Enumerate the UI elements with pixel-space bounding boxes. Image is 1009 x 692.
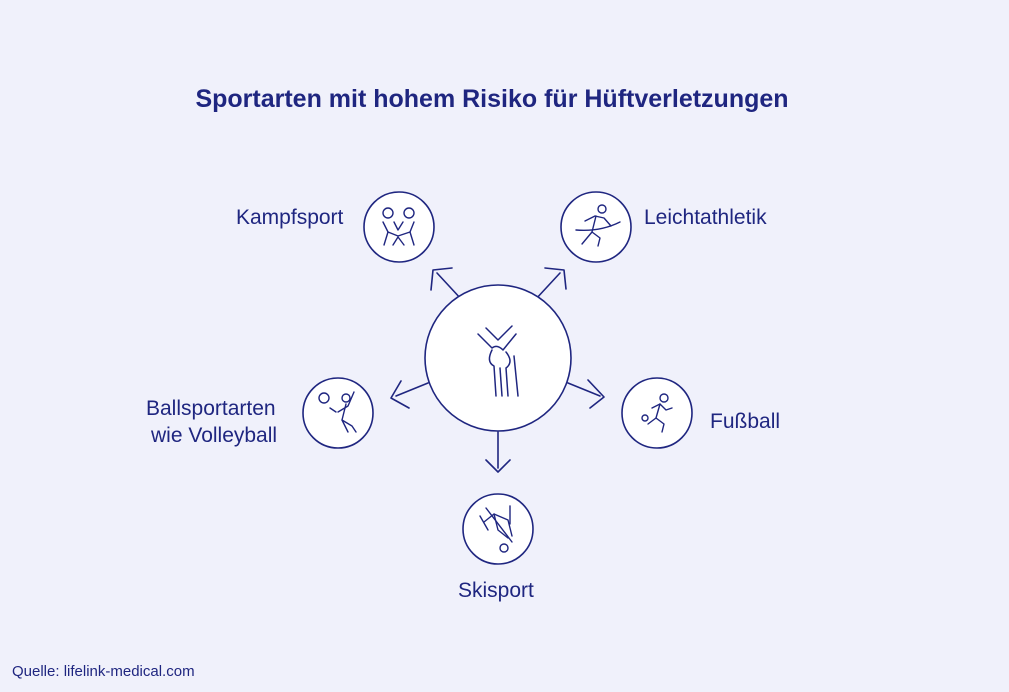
label-ballsport-line2: wie Volleyball [151,424,278,447]
arrow-fussball [567,379,605,409]
center-circle [424,284,572,432]
arrow-kampfsport [430,267,463,301]
source-note: Quelle: lifelink-medical.com [12,663,195,680]
label-ballsport-line1: Ballsportarten [146,397,276,420]
knee-joint-icon [477,325,519,397]
ballsport-circle [302,377,374,449]
label-skisport: Skisport [458,579,534,602]
arrow-leichtathletik [534,267,567,301]
kampfsport-circle [363,191,435,263]
arrow-skisport [485,431,511,473]
skier-icon [479,505,513,553]
label-kampfsport: Kampfsport [236,206,344,229]
runner-icon [575,204,621,247]
page-title: Sportarten mit hohem Risiko für Hüftverl… [195,85,789,113]
volleyball-player-icon [318,391,357,433]
arrow-ballsport [390,380,429,409]
label-leichtathletik: Leichtathletik [644,206,767,229]
soccer-player-icon [641,393,673,433]
label-fussball: Fußball [710,410,781,433]
leichtathletik-circle [560,191,632,263]
martial-arts-icon [382,207,415,246]
